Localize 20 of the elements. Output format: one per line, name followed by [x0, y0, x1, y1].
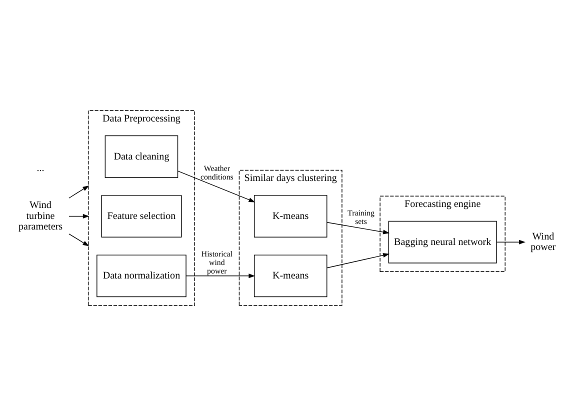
- node-box: Feature selection: [101, 195, 182, 238]
- arrow: [68, 234, 90, 246]
- node-box: K-means: [254, 195, 328, 238]
- arrow: [186, 274, 256, 278]
- arrow: [178, 170, 256, 202]
- arrow: [326, 222, 390, 234]
- node-box: K-means: [254, 254, 328, 298]
- arrow: [326, 253, 390, 268]
- label: ...: [36, 162, 44, 174]
- edge-label: Weather conditions: [200, 164, 234, 182]
- arrow: [68, 186, 90, 198]
- arrow: [496, 240, 526, 244]
- edge-label: Historical wind power: [201, 249, 232, 276]
- node-text: Wind power: [530, 231, 556, 254]
- edge-label: Training sets: [348, 208, 374, 226]
- arrow: [68, 214, 90, 219]
- node-box: Data normalization: [96, 254, 186, 298]
- node-text: Wind turbine parameters: [18, 200, 63, 233]
- node-box: Data cleaning: [104, 135, 178, 178]
- node-box: Bagging neural network: [388, 220, 497, 264]
